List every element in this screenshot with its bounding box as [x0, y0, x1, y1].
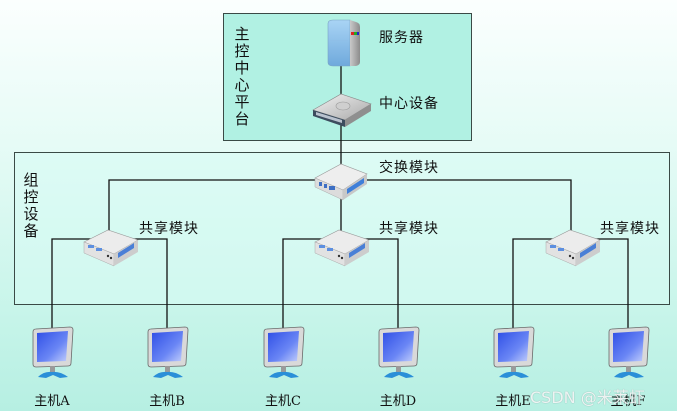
host-label: 主机C [265, 394, 301, 409]
host-monitor-icon [145, 325, 191, 385]
exchange-module-icon [314, 163, 368, 201]
server-label: 服务器 [379, 30, 424, 46]
host-monitor-icon [30, 325, 76, 385]
share-module-icon [83, 229, 139, 267]
host-label: 主机A [34, 394, 70, 409]
share-module-icon [545, 229, 601, 267]
host-label: 主机D [379, 394, 417, 409]
share-module-label: 共享模块 [600, 221, 660, 237]
center-device-icon [312, 93, 372, 127]
center-device-label: 中心设备 [379, 96, 439, 112]
host-label: 主机F [610, 394, 646, 409]
platform-title: 主控中心平台 [234, 25, 250, 128]
share-module-label: 共享模块 [379, 221, 439, 237]
host-monitor-icon [376, 325, 422, 385]
share-module-label: 共享模块 [139, 221, 199, 237]
server-icon [327, 19, 360, 67]
group-title: 组控设备 [23, 171, 39, 240]
share-module-icon [314, 229, 370, 267]
watermark: CSDN @米莱虾 [530, 388, 645, 407]
host-monitor-icon [606, 325, 652, 385]
host-monitor-icon [261, 325, 307, 385]
host-label: 主机E [495, 394, 531, 409]
host-monitor-icon [491, 325, 537, 385]
host-label: 主机B [149, 394, 185, 409]
exchange-module-label: 交换模块 [379, 160, 439, 176]
